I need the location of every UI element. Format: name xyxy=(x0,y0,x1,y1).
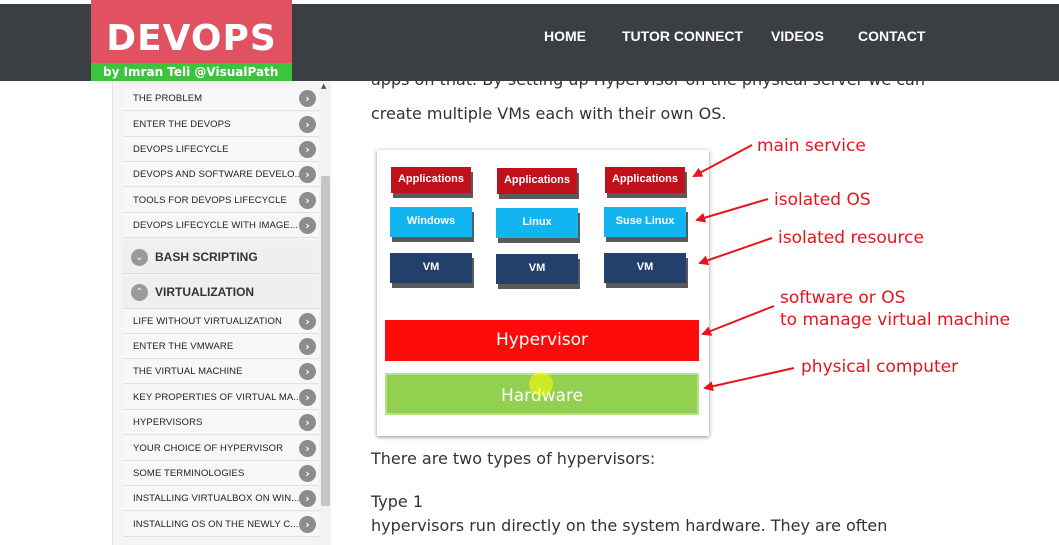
sidebar-item-label: THE VIRTUAL MACHINE xyxy=(133,366,243,377)
sidebar-item-installing-virtualbox[interactable]: INSTALLING VIRTUALBOX ON WIN... › xyxy=(123,486,319,511)
type1-description: hypervisors run directly on the system h… xyxy=(371,516,888,535)
chevron-right-icon: › xyxy=(299,363,316,380)
sidebar-scrollbar-thumb[interactable] xyxy=(321,176,330,506)
logo-title: DEVOPS xyxy=(106,18,277,59)
sidebar-item-label: ENTER THE DEVOPS xyxy=(133,119,231,130)
annotation-main-service: main service xyxy=(757,136,866,156)
sidebar-item-your-choice-of-hypervisor[interactable]: YOUR CHOICE OF HYPERVISOR › xyxy=(123,436,319,461)
sidebar-item-the-problem[interactable]: THE PROBLEM › xyxy=(123,86,319,111)
sidebar-item-hypervisors[interactable]: HYPERVISORS › xyxy=(123,410,319,435)
chevron-right-icon: › xyxy=(299,465,316,482)
sidebar-item-life-without-virtualization[interactable]: LIFE WITHOUT VIRTUALIZATION › xyxy=(123,309,319,334)
chevron-right-icon: › xyxy=(299,414,316,431)
sidebar-item-label: TOOLS FOR DEVOPS LIFECYCLE xyxy=(133,195,287,206)
sidebar-item-key-properties[interactable]: KEY PROPERTIES OF VIRTUAL MA... › xyxy=(123,385,319,410)
nav-home[interactable]: HOME xyxy=(544,28,586,44)
sidebar-item-label: KEY PROPERTIES OF VIRTUAL MA... xyxy=(133,392,302,403)
sidebar-item-label: YOUR CHOICE OF HYPERVISOR xyxy=(133,443,284,454)
os-block-windows: Windows xyxy=(390,207,472,237)
os-block-linux: Linux xyxy=(496,208,578,238)
chevron-right-icon: › xyxy=(299,338,316,355)
vm-block-3: VM xyxy=(604,253,686,283)
annotation-isolated-resource: isolated resource xyxy=(778,228,924,248)
sidebar-item-label: LIFE WITHOUT VIRTUALIZATION xyxy=(133,316,282,327)
annotation-physical-computer: physical computer xyxy=(801,357,959,377)
sidebar-item-enter-the-devops[interactable]: ENTER THE DEVOPS › xyxy=(123,112,319,137)
chevron-right-icon: › xyxy=(299,116,316,133)
sidebar-item-devops-lifecycle[interactable]: DEVOPS LIFECYCLE › xyxy=(123,137,319,162)
sidebar-item-enter-the-vmware[interactable]: ENTER THE VMWARE › xyxy=(123,334,319,359)
sidebar-item-label: SOME TERMINOLOGIES xyxy=(133,468,245,479)
sidebar-item-tools-for-devops[interactable]: TOOLS FOR DEVOPS LIFECYCLE › xyxy=(123,188,319,213)
hypervisor-block: Hypervisor xyxy=(385,320,699,361)
arrow-isolated-resource xyxy=(698,237,773,266)
sidebar-item-devops-and-software[interactable]: DEVOPS AND SOFTWARE DEVELO... › xyxy=(123,162,319,187)
annotation-isolated-os: isolated OS xyxy=(774,190,871,210)
arrow-physical-computer xyxy=(703,367,795,392)
sidebar-item-the-virtual-machine[interactable]: THE VIRTUAL MACHINE › xyxy=(123,359,319,384)
course-sidebar: ▲ THE PROBLEM › ENTER THE DEVOPS › DEVOP… xyxy=(112,80,331,545)
types-intro: There are two types of hypervisors: xyxy=(371,449,656,468)
arrow-software-or-os xyxy=(701,305,775,336)
applications-block-3: Applications xyxy=(605,167,685,193)
section-label: BASH SCRIPTING xyxy=(155,250,258,264)
section-label: VIRTUALIZATION xyxy=(155,285,255,299)
sidebar-item-label: INSTALLING VIRTUALBOX ON WIN... xyxy=(133,493,300,504)
sidebar-item-label: HYPERVISORS xyxy=(133,417,203,428)
vm-block-1: VM xyxy=(390,253,472,283)
sidebar-item-some-terminologies[interactable]: SOME TERMINOLOGIES › xyxy=(123,461,319,486)
sidebar-item-label: INSTALLING OS ON THE NEWLY C... xyxy=(133,519,299,530)
sidebar-item-label: DEVOPS LIFECYCLE xyxy=(133,144,229,155)
vm-block-2: VM xyxy=(496,254,578,284)
chevron-right-icon: › xyxy=(299,516,316,533)
annotation-software-or-os: software or OS xyxy=(780,288,906,308)
chevron-right-icon: › xyxy=(299,166,316,183)
chevron-right-icon: › xyxy=(299,490,316,507)
sidebar-section-virtualization[interactable]: ⌃ VIRTUALIZATION xyxy=(123,276,319,309)
chevron-right-icon: › xyxy=(299,217,316,234)
logo-subtitle: by Imran Teli @VisualPath xyxy=(91,63,292,81)
chevron-right-icon: › xyxy=(299,389,316,406)
os-block-suse-linux: Suse Linux xyxy=(604,207,686,237)
type1-title: Type 1 xyxy=(371,492,424,511)
scroll-up-arrow-icon[interactable]: ▲ xyxy=(321,82,327,90)
sidebar-item-installing-os[interactable]: INSTALLING OS ON THE NEWLY C... › xyxy=(123,512,319,537)
virtualization-diagram: Applications Applications Applications W… xyxy=(377,150,709,436)
content-line-vm: create multiple VMs each with their own … xyxy=(371,104,727,123)
sidebar-section-bash-scripting[interactable]: ⌄ BASH SCRIPTING xyxy=(123,241,319,274)
chevron-up-icon: ⌃ xyxy=(131,284,148,301)
nav-contact[interactable]: CONTACT xyxy=(858,28,926,44)
sidebar-item-label: DEVOPS AND SOFTWARE DEVELO... xyxy=(133,169,303,180)
chevron-right-icon: › xyxy=(299,141,316,158)
annotation-manage-vm: to manage virtual machine xyxy=(780,310,1011,330)
nav-tutor-connect[interactable]: TUTOR CONNECT xyxy=(622,28,744,44)
chevron-down-icon: ⌄ xyxy=(131,249,148,266)
chevron-right-icon: › xyxy=(299,313,316,330)
applications-block-2: Applications xyxy=(497,168,577,194)
sidebar-item-devops-lifecycle-image[interactable]: DEVOPS LIFECYCLE WITH IMAGE... › xyxy=(123,213,319,238)
mouse-cursor-highlight xyxy=(529,372,553,396)
sidebar-item-label: ENTER THE VMWARE xyxy=(133,341,234,352)
sidebar-item-label: THE PROBLEM xyxy=(133,93,203,104)
site-logo[interactable]: DEVOPS by Imran Teli @VisualPath xyxy=(91,0,292,81)
sidebar-item-label: DEVOPS LIFECYCLE WITH IMAGE... xyxy=(133,220,299,231)
nav-videos[interactable]: VIDEOS xyxy=(771,28,824,44)
chevron-right-icon: › xyxy=(299,192,316,209)
chevron-right-icon: › xyxy=(299,90,316,107)
applications-block-1: Applications xyxy=(391,167,471,193)
chevron-right-icon: › xyxy=(299,440,316,457)
